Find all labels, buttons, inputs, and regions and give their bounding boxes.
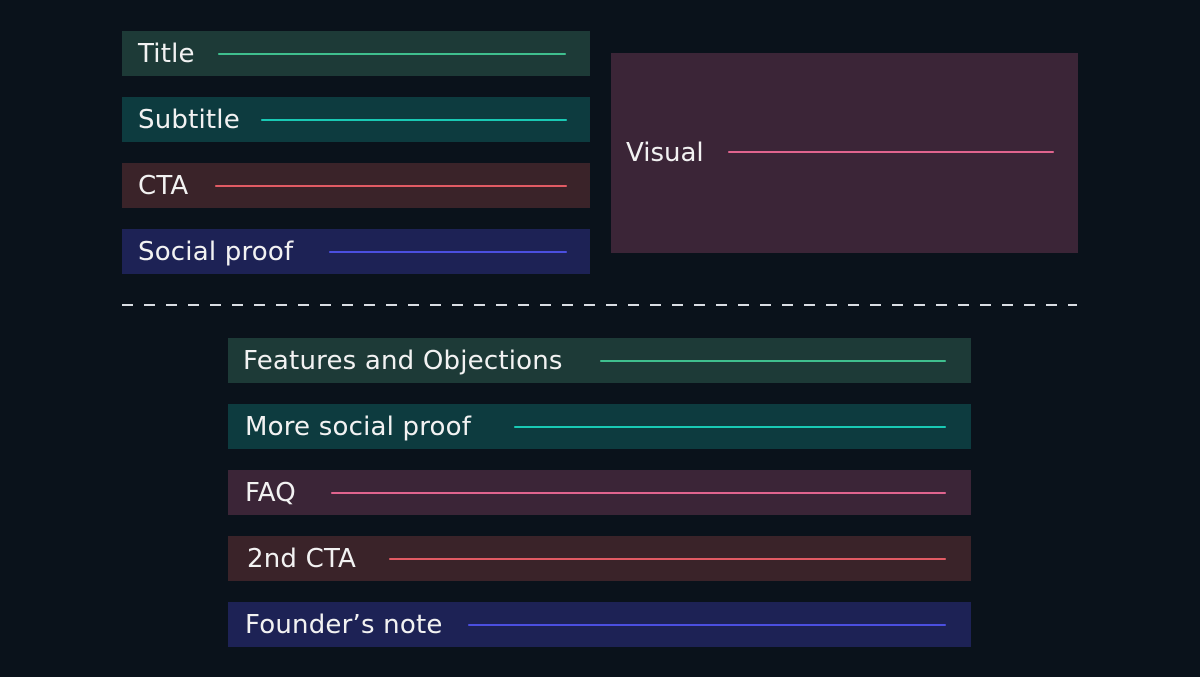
cta-block: CTA bbox=[122, 163, 590, 208]
features-block-label: Features and Objections bbox=[243, 345, 563, 376]
title-block-line bbox=[218, 53, 566, 55]
social-proof-block-line bbox=[329, 251, 567, 253]
subtitle-block-label: Subtitle bbox=[138, 104, 240, 135]
second-cta-block: 2nd CTA bbox=[228, 536, 971, 581]
social-proof-block-label: Social proof bbox=[138, 236, 294, 267]
second-cta-block-label: 2nd CTA bbox=[247, 543, 356, 574]
title-block: Title bbox=[122, 31, 590, 76]
founders-note-block-line bbox=[468, 624, 946, 626]
founders-note-block: Founder’s note bbox=[228, 602, 971, 647]
features-block: Features and Objections bbox=[228, 338, 971, 383]
cta-block-line bbox=[215, 185, 567, 187]
social-proof-block: Social proof bbox=[122, 229, 590, 274]
features-block-line bbox=[600, 360, 946, 362]
founders-note-block-label: Founder’s note bbox=[245, 609, 443, 640]
title-block-label: Title bbox=[138, 38, 195, 69]
visual-block: Visual bbox=[611, 53, 1078, 253]
subtitle-block-line bbox=[261, 119, 567, 121]
second-cta-block-line bbox=[389, 558, 946, 560]
subtitle-block: Subtitle bbox=[122, 97, 590, 142]
visual-block-label: Visual bbox=[626, 138, 704, 168]
faq-block-line bbox=[331, 492, 946, 494]
visual-block-line bbox=[728, 151, 1054, 153]
faq-block: FAQ bbox=[228, 470, 971, 515]
more-social-proof-block: More social proof bbox=[228, 404, 971, 449]
more-social-proof-block-line bbox=[514, 426, 946, 428]
fold-divider bbox=[122, 304, 1077, 306]
cta-block-label: CTA bbox=[138, 170, 189, 201]
faq-block-label: FAQ bbox=[245, 477, 296, 508]
more-social-proof-block-label: More social proof bbox=[245, 411, 472, 442]
